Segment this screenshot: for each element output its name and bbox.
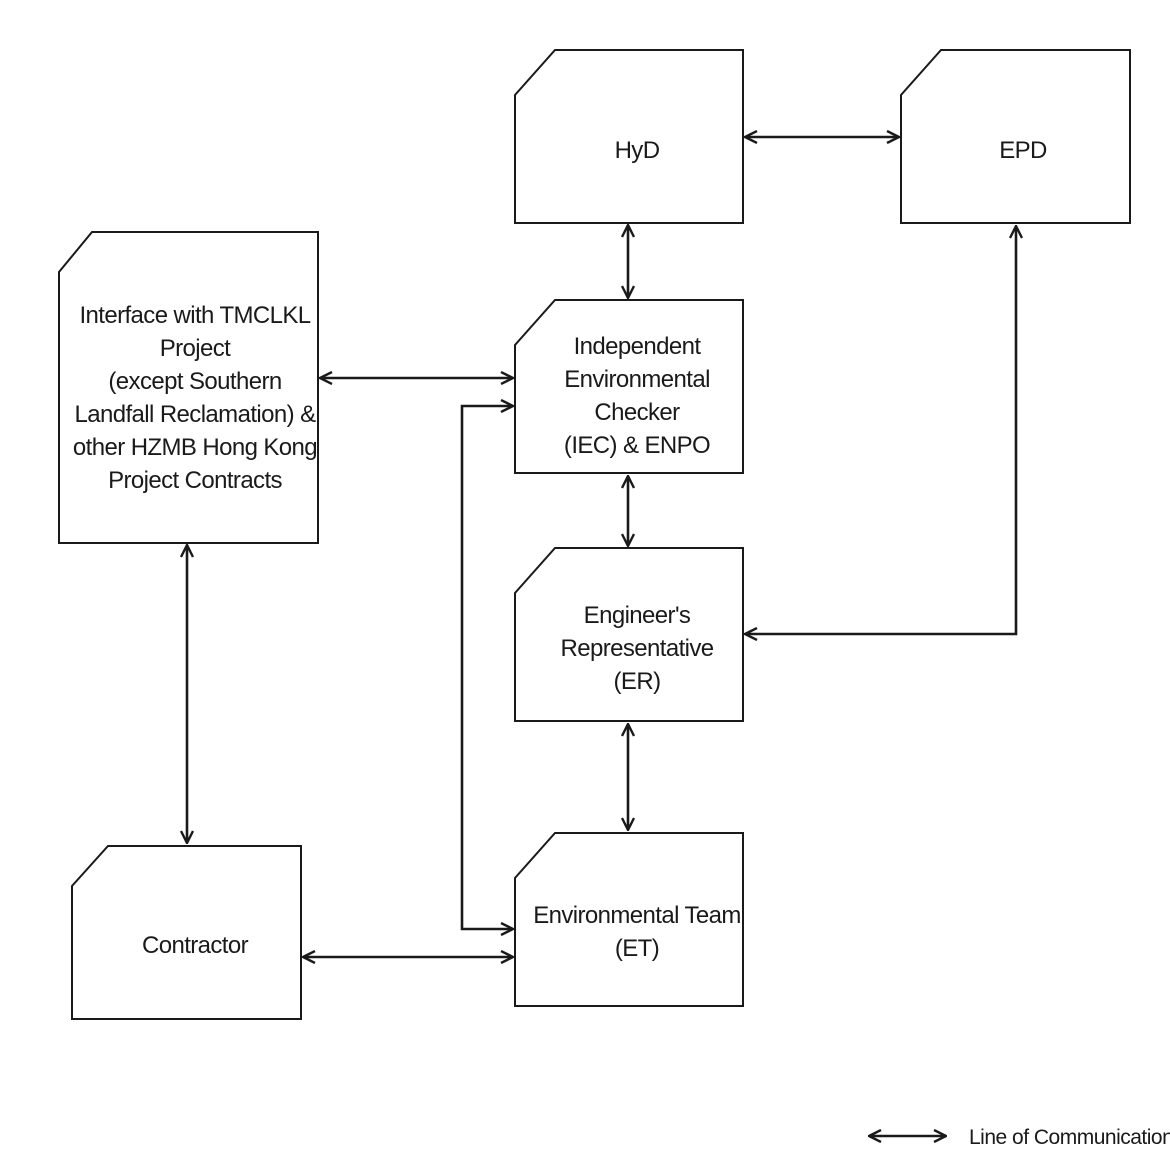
- node-interface: Interface with TMCLKL Project (except Sout…: [58, 231, 319, 544]
- label-line: Representative: [560, 635, 713, 662]
- node-hyd-box: [514, 49, 744, 224]
- label-line: Project Contracts: [108, 467, 282, 494]
- legend: Line of Communication: [869, 1126, 1170, 1149]
- label-line: Independent: [574, 333, 702, 360]
- label-line: EPD: [999, 137, 1047, 164]
- connectors: [187, 137, 1016, 957]
- node-epd-box: [900, 49, 1131, 224]
- node-contractor-label: Contractor: [142, 932, 249, 959]
- node-et: Environmental Team (ET): [514, 832, 744, 1007]
- label-line: Project: [160, 335, 231, 362]
- label-line: Checker: [594, 399, 680, 426]
- label-line: Interface with TMCLKL: [79, 302, 310, 329]
- node-iec-box: [514, 299, 744, 474]
- node-hyd-label: HyD: [615, 137, 660, 164]
- legend-label: Line of Communication: [969, 1126, 1170, 1149]
- label-line: Environmental: [564, 366, 710, 393]
- label-line: other HZMB Hong Kong: [73, 434, 317, 461]
- edge-er-epd: [745, 226, 1016, 634]
- node-epd: EPD: [900, 49, 1131, 224]
- label-line: Landfall Reclamation) &: [74, 401, 316, 428]
- label-line: (IEC) & ENPO: [564, 432, 710, 459]
- label-line: (ET): [615, 935, 659, 962]
- node-epd-label: EPD: [999, 137, 1047, 164]
- node-et-label: Environmental Team (ET): [533, 902, 741, 962]
- node-er-box: [514, 547, 744, 722]
- label-line: Environmental Team: [533, 902, 741, 929]
- node-contractor: Contractor: [71, 845, 302, 1020]
- label-line: Engineer's: [584, 602, 691, 629]
- label-line: (ER): [614, 668, 661, 695]
- node-contractor-box: [71, 845, 302, 1020]
- node-interface-box: [58, 231, 319, 544]
- node-et-box: [514, 832, 744, 1007]
- node-interface-label: Interface with TMCLKL Project (except Sout…: [73, 302, 317, 494]
- node-hyd: HyD: [514, 49, 744, 224]
- label-line: Contractor: [142, 932, 249, 959]
- edge-et-iec: [460, 406, 513, 929]
- label-line: (except Southern: [108, 368, 281, 395]
- label-line: HyD: [615, 137, 660, 164]
